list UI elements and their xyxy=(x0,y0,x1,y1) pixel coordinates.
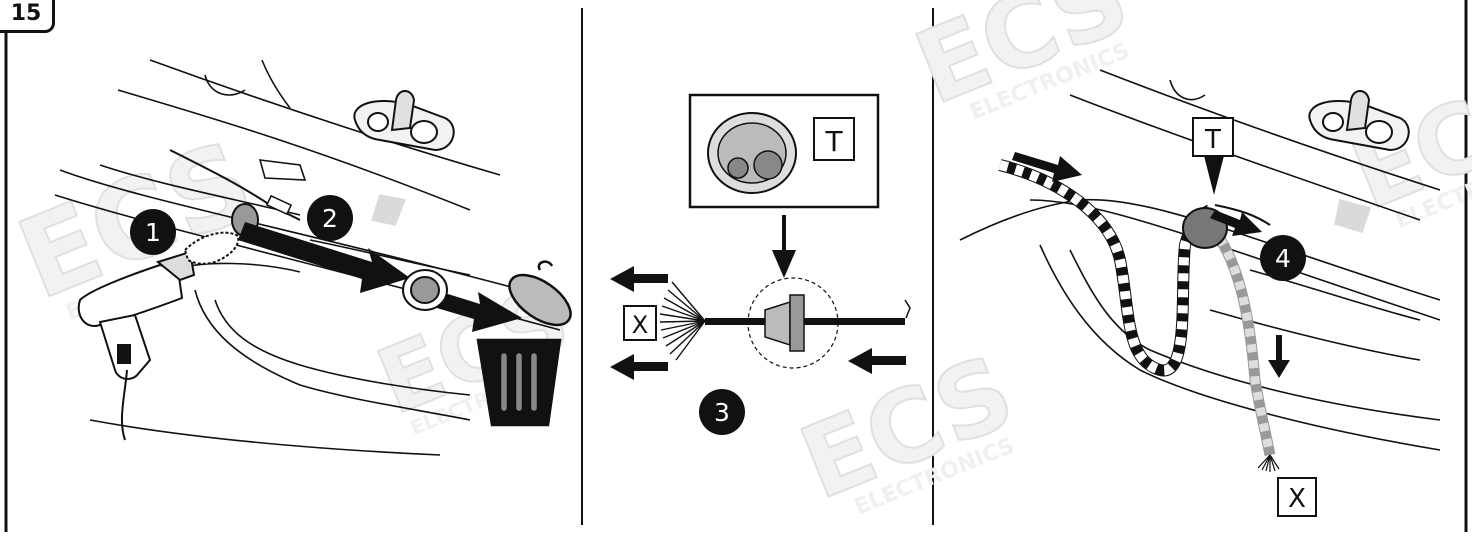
label-t-right: T xyxy=(1204,125,1221,155)
new-cable-stripes xyxy=(998,160,1213,376)
old-cable-stripes xyxy=(1206,222,1275,456)
label-x-right: X xyxy=(1288,484,1306,514)
callout-2-label: 2 xyxy=(322,204,338,233)
grommet-detail-box: T xyxy=(688,93,880,209)
label-x-right-box: X xyxy=(1277,477,1317,517)
door-striker xyxy=(353,90,455,152)
removal-arrows xyxy=(238,222,522,332)
callout-1: 1 xyxy=(130,209,176,255)
step-number-badge: 15 xyxy=(0,0,55,33)
watermark-right-top: ECS ELECTRONICS xyxy=(899,0,1145,128)
panel-1-remove-grommet: 1 2 xyxy=(54,59,572,456)
down-arrow xyxy=(772,215,796,278)
callout-2: 2 xyxy=(307,195,353,241)
panel-3-route-cable: T 4 X xyxy=(959,69,1441,517)
callout-4-label: 4 xyxy=(1275,244,1291,273)
route-arrows xyxy=(1012,152,1290,378)
label-x-mid: X xyxy=(632,311,648,339)
trash-can-icon xyxy=(476,260,572,427)
heat-gun-icon xyxy=(77,231,240,441)
callout-4: 4 xyxy=(1260,235,1306,281)
wire-ends-right xyxy=(1257,454,1280,472)
removed-grommet-icon xyxy=(402,269,448,311)
cable-assembly xyxy=(705,277,911,369)
door-striker-right xyxy=(1308,90,1410,152)
callout-3: 3 xyxy=(699,389,745,435)
connector-small xyxy=(265,194,293,216)
label-x-mid-box: X xyxy=(623,305,657,341)
callout-3-label: 3 xyxy=(714,398,730,427)
callout-1-label: 1 xyxy=(145,218,161,247)
outer-frame xyxy=(4,0,1468,532)
wire-to-connector xyxy=(1214,204,1271,226)
label-t-top: T xyxy=(824,125,843,158)
left-arrows xyxy=(610,266,906,380)
panel-2-new-grommet: T xyxy=(610,93,911,435)
wire-ends-icon xyxy=(659,281,706,361)
label-t-right-box: T xyxy=(1192,117,1234,195)
watermark-mid: ECS ELECTRONICS xyxy=(784,332,1030,523)
